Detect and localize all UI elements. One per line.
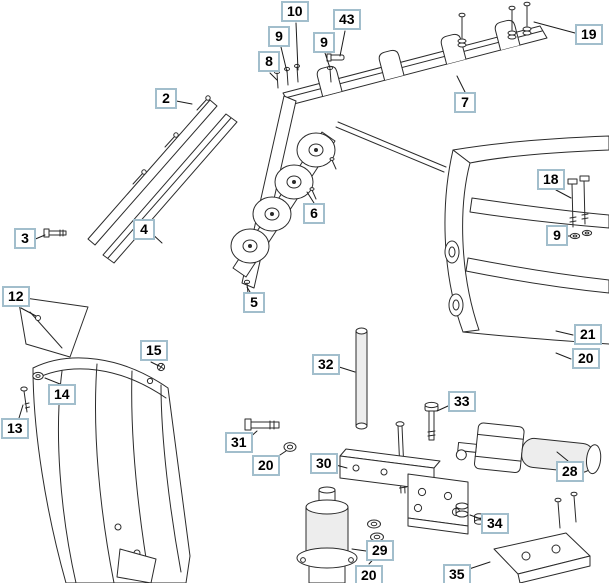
part-wear-strip-upper [87, 95, 218, 246]
callout-15: 15 [140, 340, 168, 361]
callout-6: 6 [303, 203, 325, 224]
part-bolts-top-right [457, 1, 532, 48]
callout-18: 18 [537, 169, 565, 190]
part-moldboard [32, 357, 191, 583]
callout-28: 28 [556, 461, 584, 482]
callout-29: 29 [366, 540, 394, 561]
callout-20-right: 20 [572, 348, 600, 369]
callout-5: 5 [243, 292, 265, 313]
part-bolt-13 [20, 386, 30, 413]
callout-14: 14 [48, 384, 76, 405]
part-washer-14 [32, 371, 44, 381]
callout-4: 4 [133, 219, 155, 240]
callout-12: 12 [2, 286, 30, 307]
callout-33: 33 [448, 391, 476, 412]
part-washer-20-center [283, 442, 297, 452]
part-motor [296, 486, 358, 583]
callout-2: 2 [155, 88, 177, 109]
callout-20-center: 20 [252, 455, 280, 476]
part-pivot-pin [355, 327, 368, 430]
leader-lines [18, 21, 576, 571]
callout-43: 43 [333, 9, 361, 30]
part-roller-assembly [230, 95, 337, 289]
callout-9-right: 9 [546, 225, 568, 246]
callout-34: 34 [481, 513, 509, 534]
callout-3: 3 [14, 228, 36, 249]
part-sector-frame [444, 135, 609, 345]
part-bolt-33 [424, 401, 439, 441]
callout-31: 31 [225, 432, 253, 453]
callout-10: 10 [281, 1, 309, 22]
callout-7: 7 [454, 92, 476, 113]
part-gusset-plate [17, 296, 89, 358]
callout-20-bottom: 20 [355, 565, 383, 583]
part-bolt-15 [156, 362, 166, 372]
callout-9-top-mid: 9 [313, 32, 335, 53]
part-top-angle-bar [282, 19, 548, 106]
callout-8: 8 [258, 51, 280, 72]
part-bolt-31 [244, 418, 280, 431]
callout-30: 30 [310, 453, 338, 474]
callout-21: 21 [574, 324, 602, 345]
callout-9-top-left: 9 [268, 26, 290, 47]
part-cross-rod [335, 121, 447, 173]
part-swivel-mount [339, 448, 469, 535]
part-wear-strip-lower [102, 113, 238, 264]
callout-35: 35 [443, 564, 471, 583]
callout-13: 13 [1, 418, 29, 439]
part-actuator [455, 422, 602, 475]
callout-19: 19 [575, 24, 603, 45]
part-bolt-3 [43, 228, 67, 238]
callout-32: 32 [312, 354, 340, 375]
part-hinge-bracket [493, 491, 591, 583]
part-bolts-18 [567, 175, 593, 240]
